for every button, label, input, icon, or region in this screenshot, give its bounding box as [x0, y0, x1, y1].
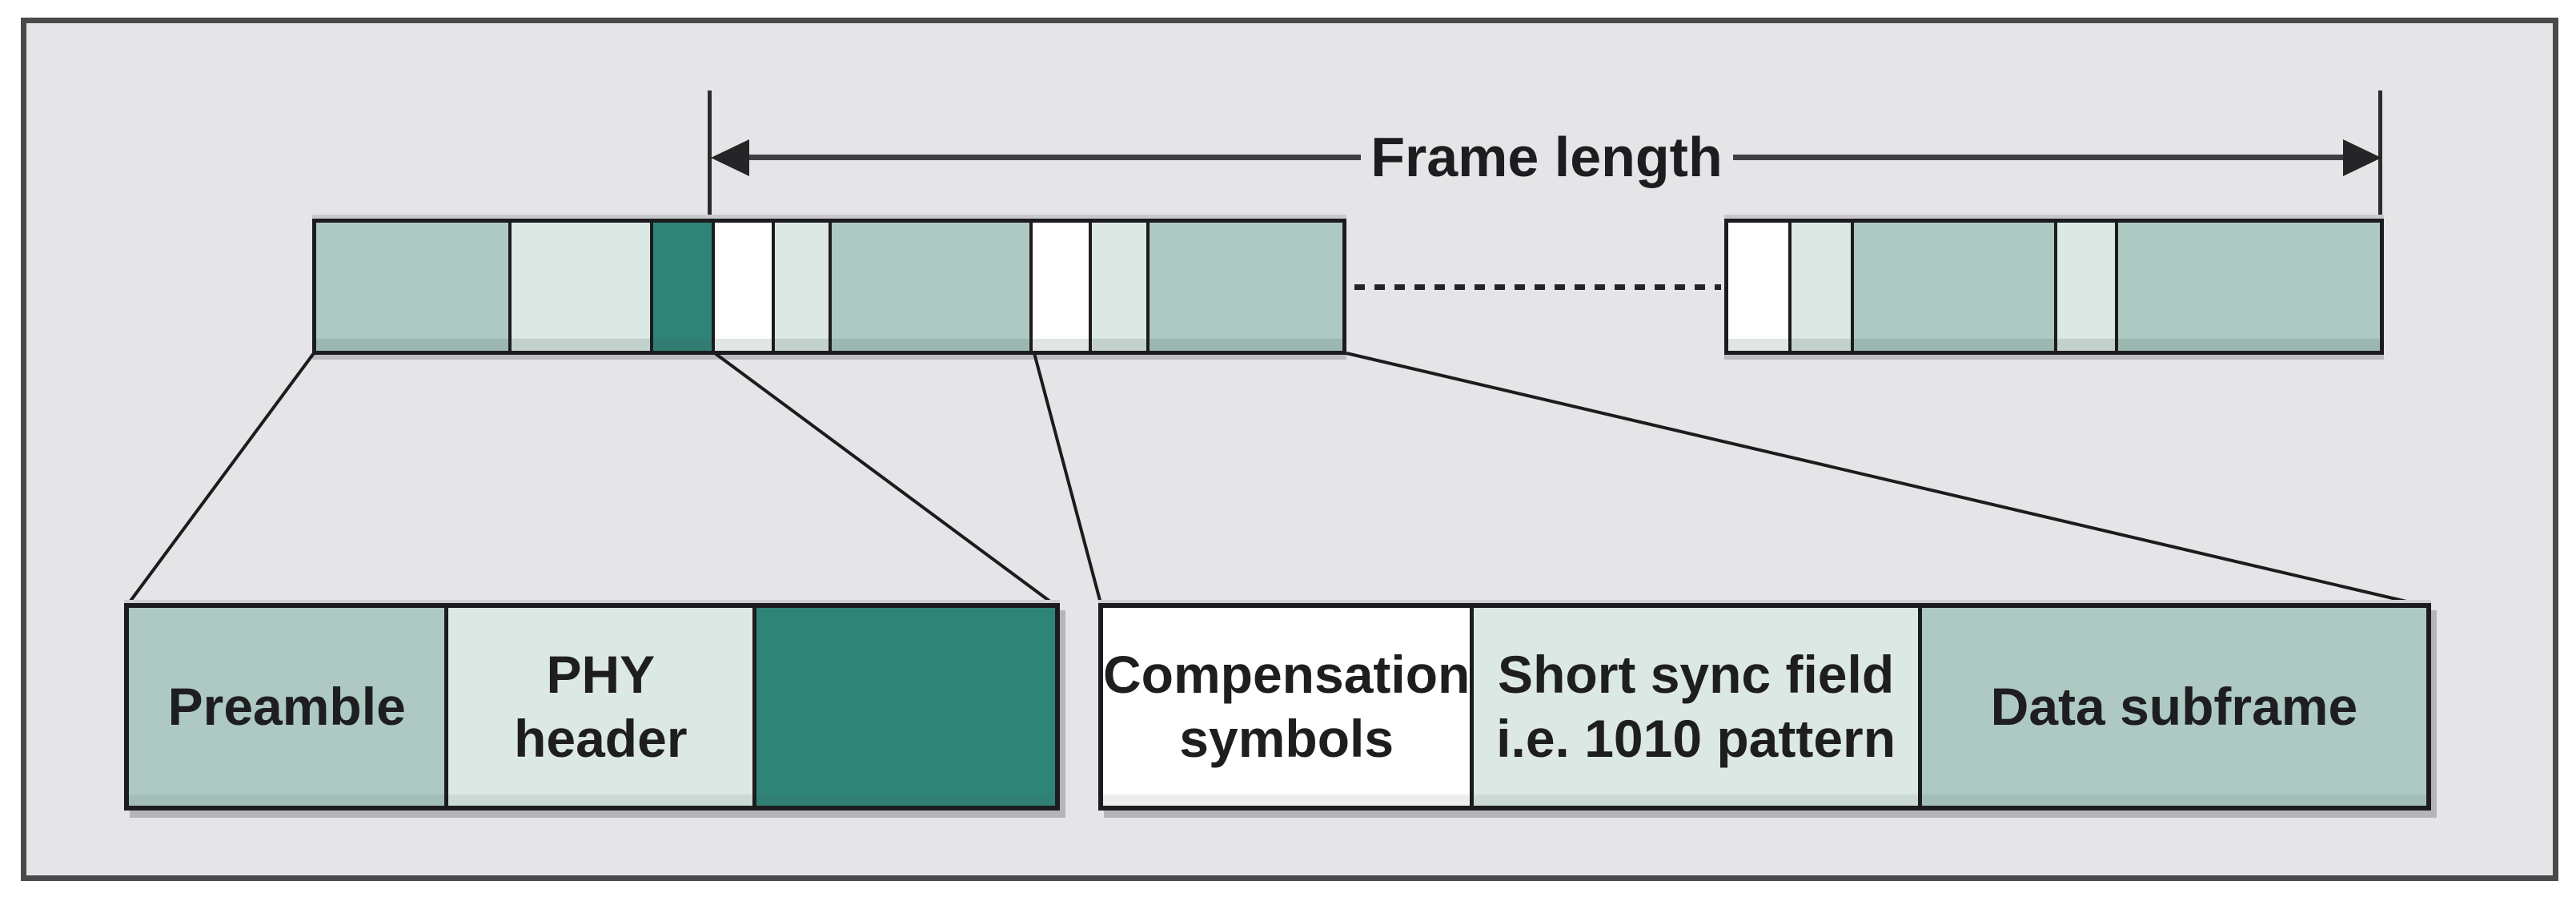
frame-bar-right-group	[1724, 219, 2384, 355]
bar-left-segment-2-light-green	[508, 223, 651, 351]
compensation-symbols-cell: Compensation symbols	[1103, 608, 1471, 806]
data-subframe-cell-label: Data subframe	[1990, 676, 2358, 736]
frame-length-left-tick	[708, 91, 712, 222]
bar-left-segment-3-dark-teal	[650, 223, 712, 351]
bar-right-segment-3-medium-green	[1851, 223, 2055, 351]
frame-length-arrow-line-right	[1733, 155, 2365, 160]
frame-bar-left-group	[312, 219, 1346, 355]
detail-box-preamble-group: Preamble PHY header	[124, 603, 1060, 810]
short-sync-field-cell: Short sync field i.e. 1010 pattern	[1470, 608, 1918, 806]
bar-right-segment-2-light-green	[1788, 223, 1852, 351]
short-sync-field-cell-label: Short sync field i.e. 1010 pattern	[1496, 645, 1896, 768]
data-subframe-cell: Data subframe	[1917, 608, 2426, 806]
phy-header-cell-label: PHY header	[514, 645, 688, 768]
preamble-cell-label: Preamble	[167, 676, 406, 736]
bar-left-segment-8-light-green	[1089, 223, 1147, 351]
frame-length-arrow-line-left	[724, 155, 1361, 160]
right-arrowhead-icon	[2343, 139, 2381, 176]
bar-left-segment-1-medium-green	[316, 223, 508, 351]
bar-right-segment-1-white	[1728, 223, 1788, 351]
bar-left-segment-9-medium-green	[1146, 223, 1342, 351]
bar-left-segment-6-medium-green	[829, 223, 1029, 351]
preamble-cell: Preamble	[129, 608, 445, 806]
bar-left-segment-5-light-green	[772, 223, 829, 351]
compensation-symbols-cell-label: Compensation symbols	[1103, 645, 1471, 768]
frame-length-label: Frame length	[1370, 126, 1723, 188]
bar-right-segment-4-light-green	[2054, 223, 2115, 351]
phy-header-cell: PHY header	[444, 608, 753, 806]
bar-left-segment-7-white	[1029, 223, 1089, 351]
bar-left-segment-4-white	[711, 223, 772, 351]
frame-continuation-dashed-line	[1354, 284, 1721, 290]
left-arrowhead-icon	[711, 139, 749, 176]
bar-right-segment-5-medium-green	[2114, 223, 2381, 351]
dark-teal-cell	[752, 608, 1055, 806]
